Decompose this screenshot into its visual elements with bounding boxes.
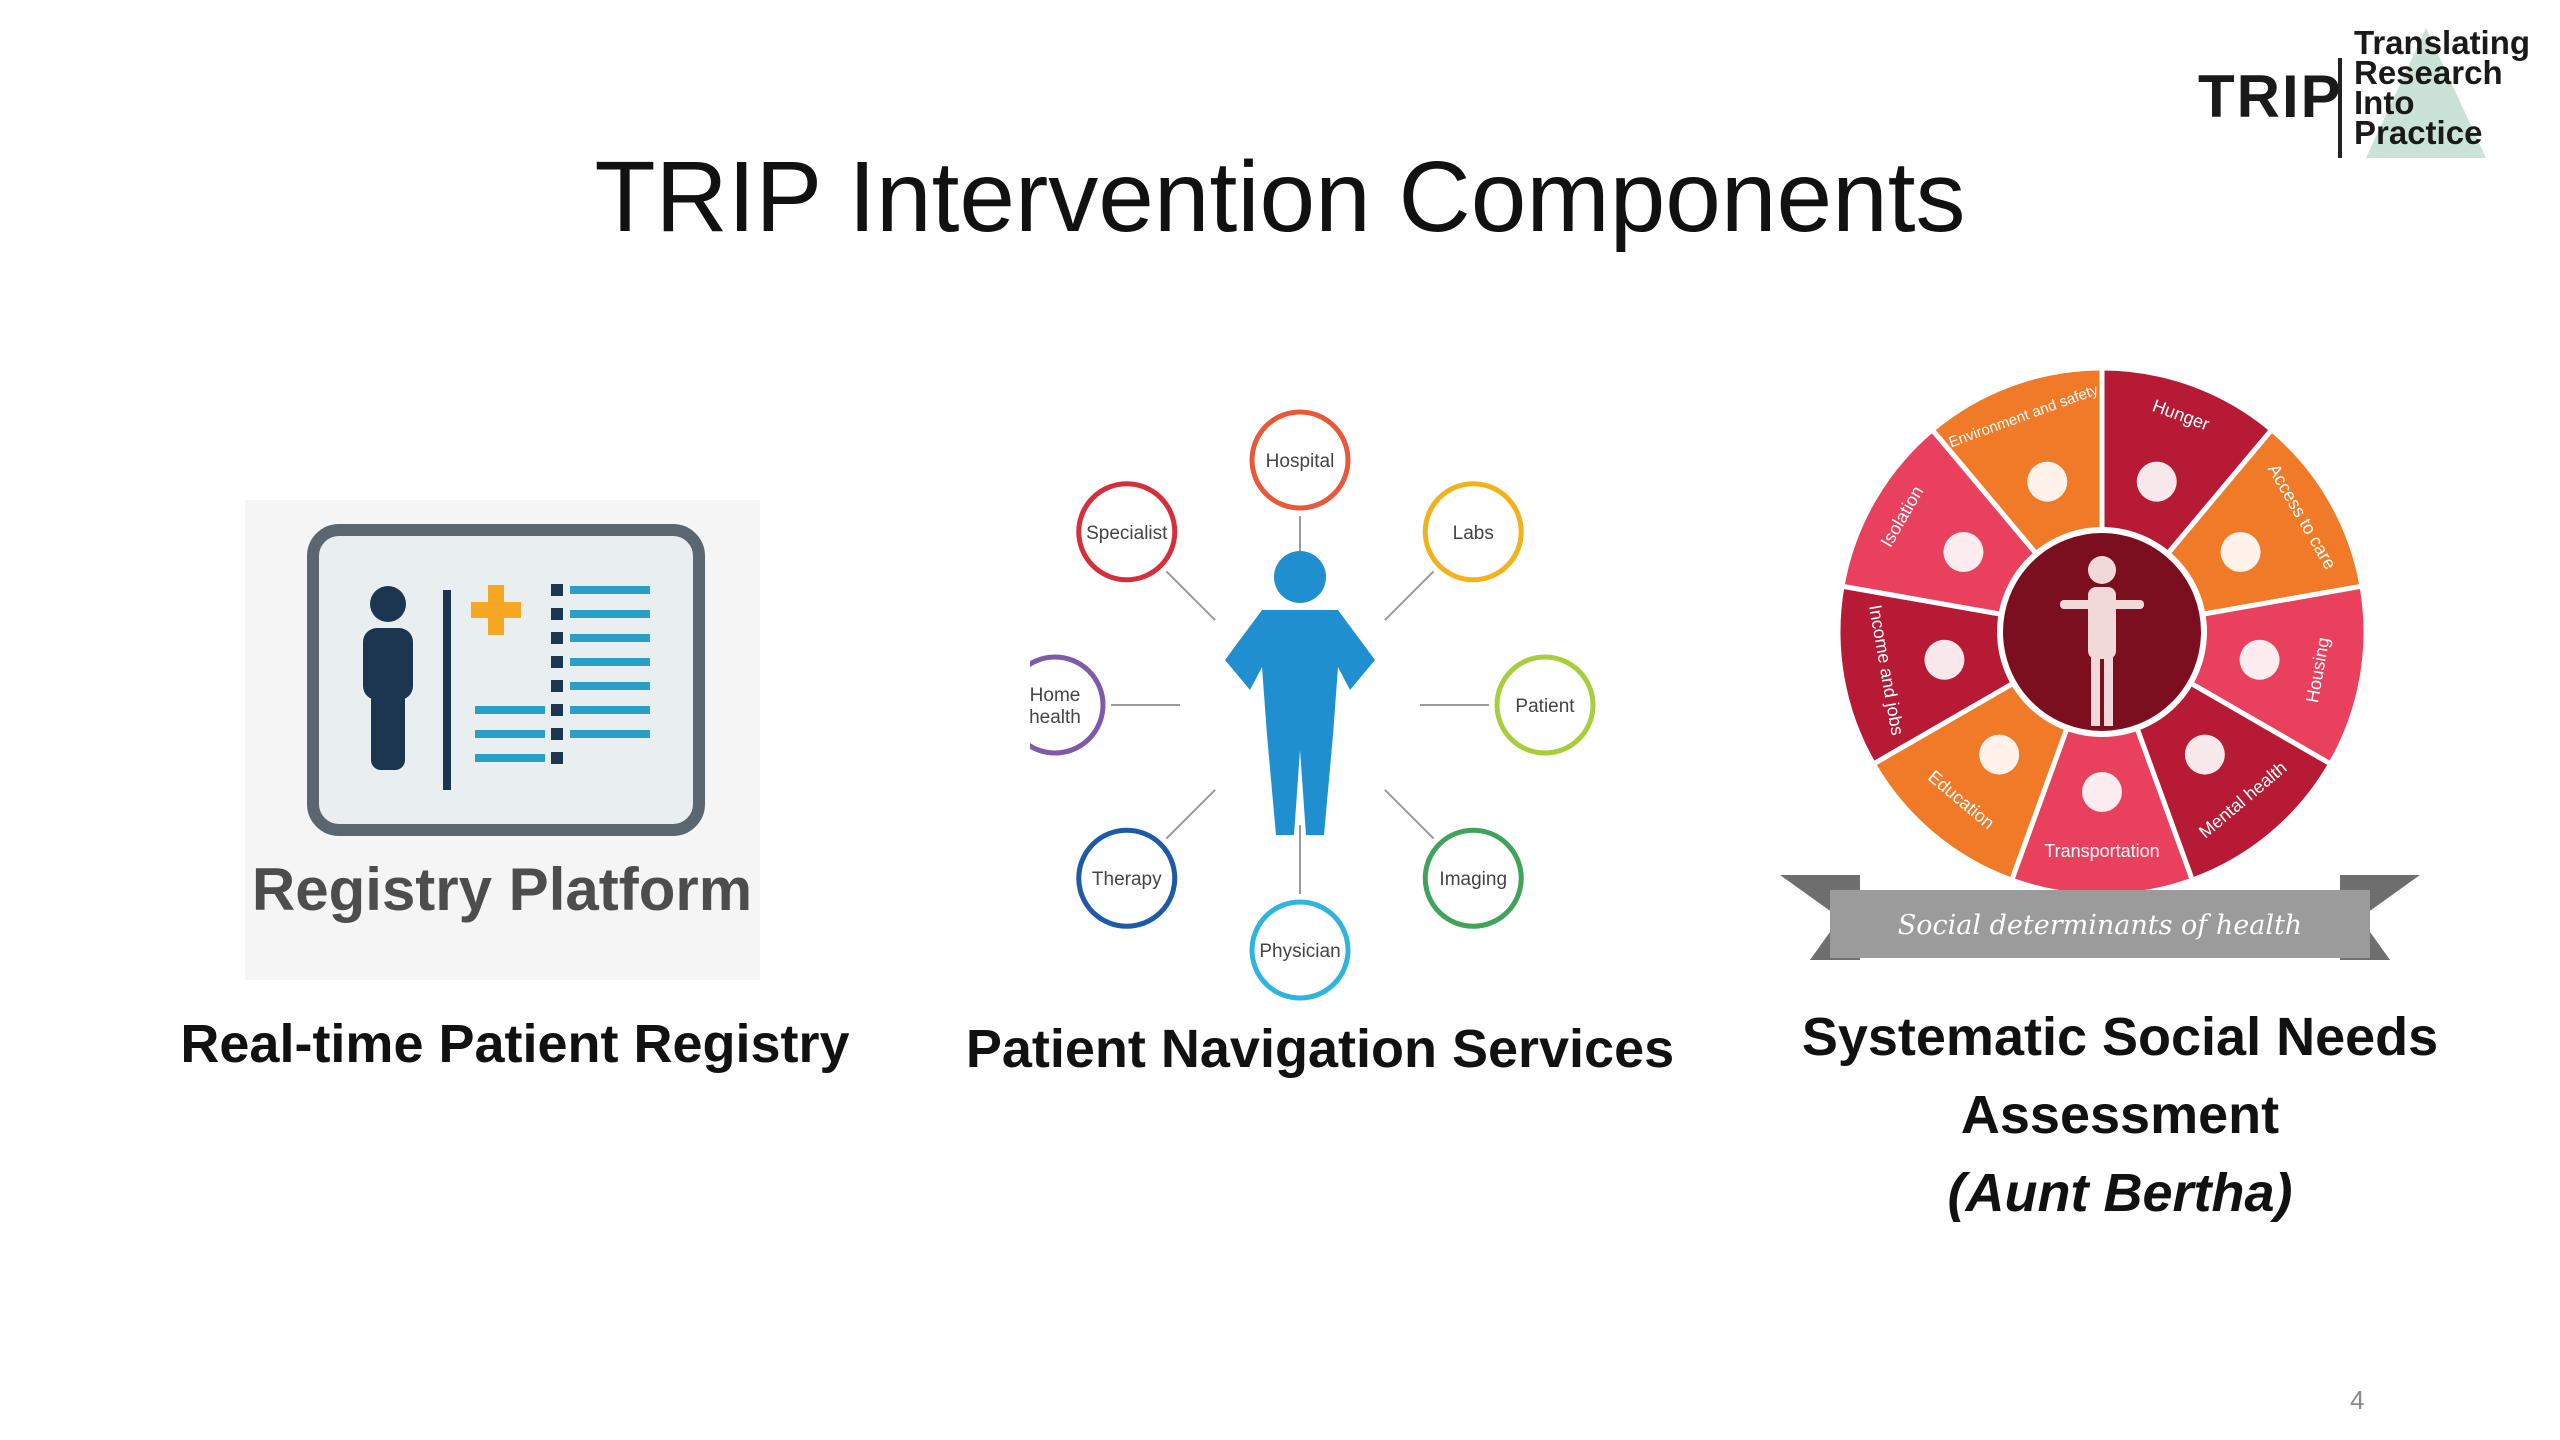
registry-image: Registry Platform: [245, 500, 760, 980]
registry-card: [307, 524, 705, 836]
wheel-segment-icon: [2239, 639, 2280, 680]
nav-node-label: Home: [1030, 685, 1080, 706]
nav-node-label: Imaging: [1439, 869, 1507, 890]
connector-line: [1165, 789, 1216, 840]
body-figure-icon: [2060, 556, 2144, 726]
logo-abbr: TRIP: [2198, 63, 2343, 130]
wheel-segment-icon: [2082, 772, 2122, 812]
nav-node-label: Labs: [1453, 523, 1494, 544]
logo-line-4: Practice: [2354, 114, 2483, 151]
logo-line-1: Translating: [2354, 24, 2531, 61]
navigator-person-icon: [1225, 551, 1375, 835]
page-number: 4: [2350, 1385, 2365, 1415]
slide-title: TRIP Intervention Components: [594, 141, 1966, 253]
card-divider: [443, 590, 451, 790]
nav-node-label: Specialist: [1086, 523, 1168, 544]
social-caption-line2: Assessment: [1960, 1085, 2280, 1145]
logo-line-2: Research: [2354, 54, 2503, 91]
wheel-segment-icon: [2136, 461, 2177, 502]
logo-line-3: Into: [2354, 84, 2415, 121]
person-icon: [363, 586, 413, 770]
logo-divider: [2338, 58, 2342, 158]
ribbon-banner: [1830, 890, 2370, 958]
nav-node-circle: [1422, 481, 1524, 583]
registry-image-label: Registry Platform: [252, 856, 752, 923]
nav-node-circle: [1076, 481, 1178, 583]
wheel-segment-icon: [2184, 734, 2225, 775]
logo-tagline: Translating Research Into Practice: [2354, 24, 2531, 151]
navigation-caption: Patient Navigation Services: [965, 1019, 1675, 1079]
nav-node-label: Therapy: [1092, 869, 1162, 890]
checklist-icon: [475, 584, 650, 764]
wheel-segment-icon: [1924, 639, 1965, 680]
wheel-segment-icon: [2220, 532, 2261, 572]
social-caption-line3: (Aunt Bertha): [1947, 1163, 2293, 1223]
wheel-segment-icon: [2027, 461, 2068, 502]
trip-logo: TRIP Translating Research Into Practice: [2188, 24, 2548, 158]
wheel-segment-icon: [1943, 532, 1984, 572]
nav-node-circle: [1076, 827, 1178, 929]
wheel-segment-label: Transportation: [2044, 841, 2159, 861]
nav-node-circle: [1249, 899, 1351, 1001]
connector-line: [1165, 570, 1216, 621]
logo-triangle: [2366, 28, 2486, 158]
nav-node-circle: [1249, 409, 1351, 511]
wheel-segment-icon: [1979, 734, 2020, 775]
connector-line: [1384, 789, 1435, 840]
nav-node-circle: [1494, 654, 1596, 756]
registry-caption: Real-time Patient Registry: [180, 1014, 850, 1074]
connector-line: [1384, 570, 1435, 621]
plus-icon: [471, 585, 521, 635]
nav-node-label: Patient: [1515, 696, 1575, 717]
social-caption-line1: Systematic Social Needs: [1801, 1007, 2439, 1067]
ribbon-text: Social determinants of health: [1898, 910, 2302, 941]
social-caption: Systematic Social Needs Assessment (Aunt…: [1760, 998, 2480, 1232]
nav-node-label: Hospital: [1266, 451, 1335, 472]
nav-node-label: Physician: [1259, 941, 1340, 962]
registry-illustration: Registry Platform: [245, 500, 760, 980]
nav-node-circle: [1422, 827, 1524, 929]
nav-node-label: health: [1030, 707, 1081, 728]
